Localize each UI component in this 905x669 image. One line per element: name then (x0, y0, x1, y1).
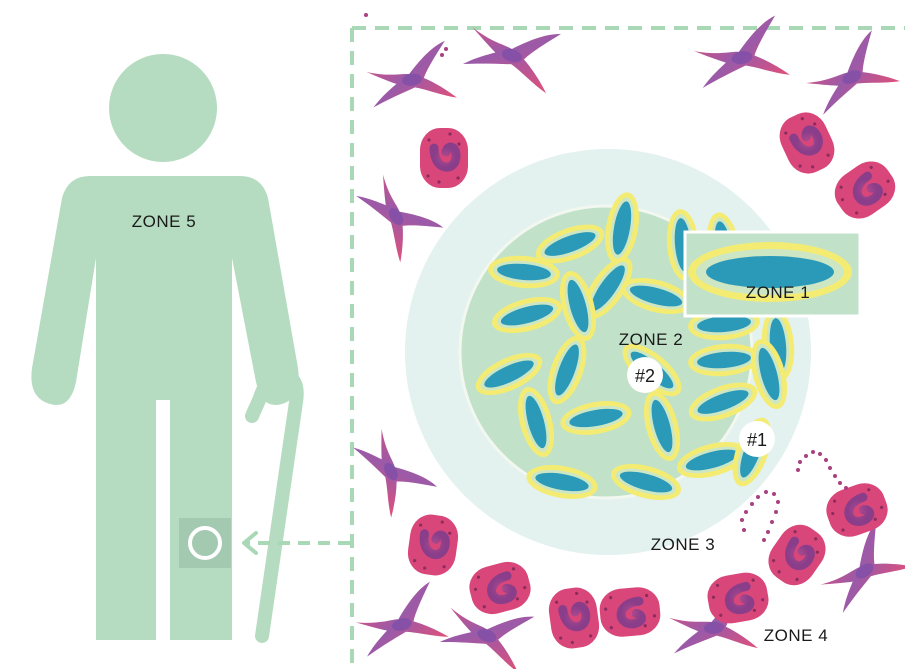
knee-focus (179, 518, 231, 568)
zoom-arrow (244, 533, 350, 553)
zone5-label: ZONE 5 (132, 212, 196, 231)
marker-1-label: #1 (747, 430, 767, 450)
marker-1: #1 (739, 421, 775, 457)
figure-head (109, 54, 217, 162)
zone2-label: ZONE 2 (619, 330, 683, 349)
marker-2: #2 (627, 357, 663, 393)
zone1-inset (685, 232, 860, 316)
human-figure (31, 54, 298, 640)
zone1-label: ZONE 1 (746, 283, 810, 302)
marker-2-label: #2 (635, 366, 655, 386)
zone4-label: ZONE 4 (764, 626, 828, 645)
walking-cane (252, 376, 297, 636)
zone3-label: ZONE 3 (651, 535, 715, 554)
